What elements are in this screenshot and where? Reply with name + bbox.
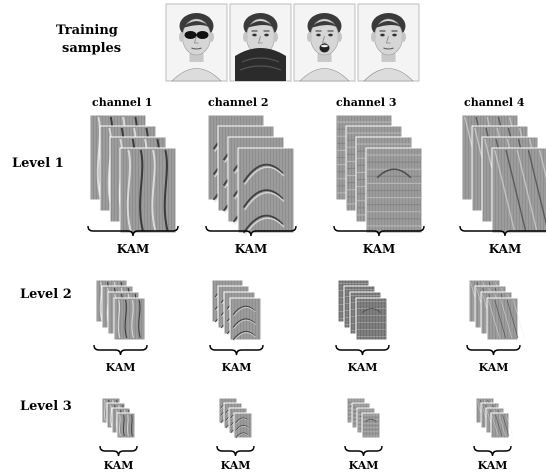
feature-map <box>233 412 253 439</box>
kam-label: KAM <box>363 242 396 256</box>
kam-label: KAM <box>221 459 251 472</box>
map-stack-level2-ch4 <box>468 279 525 341</box>
feature-map <box>113 297 146 341</box>
brace <box>473 445 512 457</box>
brace <box>333 225 425 237</box>
feature-map <box>365 147 423 234</box>
map-stack-level1-ch4 <box>461 114 546 234</box>
map-stack-level2-ch3 <box>337 279 388 341</box>
map-stack-level3-ch4 <box>475 397 513 439</box>
level-label-2: Level 2 <box>20 287 72 302</box>
kam-labels: KAM KAM KAM KAM KAM KAM KAM KAM KAM KAM KAM KAM <box>104 242 522 472</box>
map-stack-level1-ch2 <box>207 114 295 236</box>
map-stack-level3-ch3 <box>346 397 381 439</box>
brace <box>205 225 297 237</box>
kam-label: KAM <box>349 459 379 472</box>
map-stack-level2-ch2 <box>211 279 262 342</box>
feature-map <box>229 297 262 342</box>
feature-map <box>490 412 513 439</box>
training-samples <box>165 3 420 82</box>
kam-braces <box>87 225 546 457</box>
channel-header-2: channel 2 <box>208 96 268 109</box>
face-neutral-icon <box>357 3 420 82</box>
feature-map-stacks <box>89 114 546 439</box>
brace <box>209 344 264 356</box>
kam-label: KAM <box>348 361 378 374</box>
brace <box>459 225 546 237</box>
feature-map <box>361 412 381 439</box>
brace <box>466 344 521 356</box>
map-stack-level3-ch1 <box>101 397 136 439</box>
training-label-line1: Training <box>56 23 118 38</box>
brace <box>335 344 390 356</box>
feature-map <box>491 147 546 234</box>
face-screaming-icon <box>293 3 356 82</box>
map-stack-level2-ch1 <box>95 279 146 341</box>
kam-label: KAM <box>235 242 268 256</box>
map-stack-level3-ch2 <box>218 397 253 439</box>
kam-label: KAM <box>104 459 134 472</box>
feature-map <box>116 412 136 439</box>
channel-header-3: channel 3 <box>336 96 396 109</box>
brace <box>216 445 255 457</box>
feature-map <box>237 147 295 236</box>
face-scarf-icon <box>229 3 292 82</box>
map-stack-level1-ch3 <box>335 114 423 234</box>
face-sunglasses-icon <box>165 3 228 82</box>
kam-label: KAM <box>489 242 522 256</box>
channel-header-4: channel 4 <box>464 96 525 109</box>
level-label-3: Level 3 <box>20 399 72 414</box>
brace <box>87 225 179 237</box>
brace <box>99 445 138 457</box>
level-label-1: Level 1 <box>12 156 64 171</box>
kam-label: KAM <box>106 361 136 374</box>
kam-label: KAM <box>222 361 252 374</box>
feature-map <box>486 297 525 341</box>
channel-header-1: channel 1 <box>92 96 152 109</box>
kam-label: KAM <box>479 361 509 374</box>
kam-label: KAM <box>478 459 508 472</box>
brace <box>93 344 148 356</box>
map-stack-level1-ch1 <box>89 114 177 234</box>
kam-label: KAM <box>117 242 150 256</box>
feature-map <box>355 297 388 341</box>
brace <box>344 445 383 457</box>
training-label-line2: samples <box>62 41 121 56</box>
feature-map <box>119 147 177 234</box>
